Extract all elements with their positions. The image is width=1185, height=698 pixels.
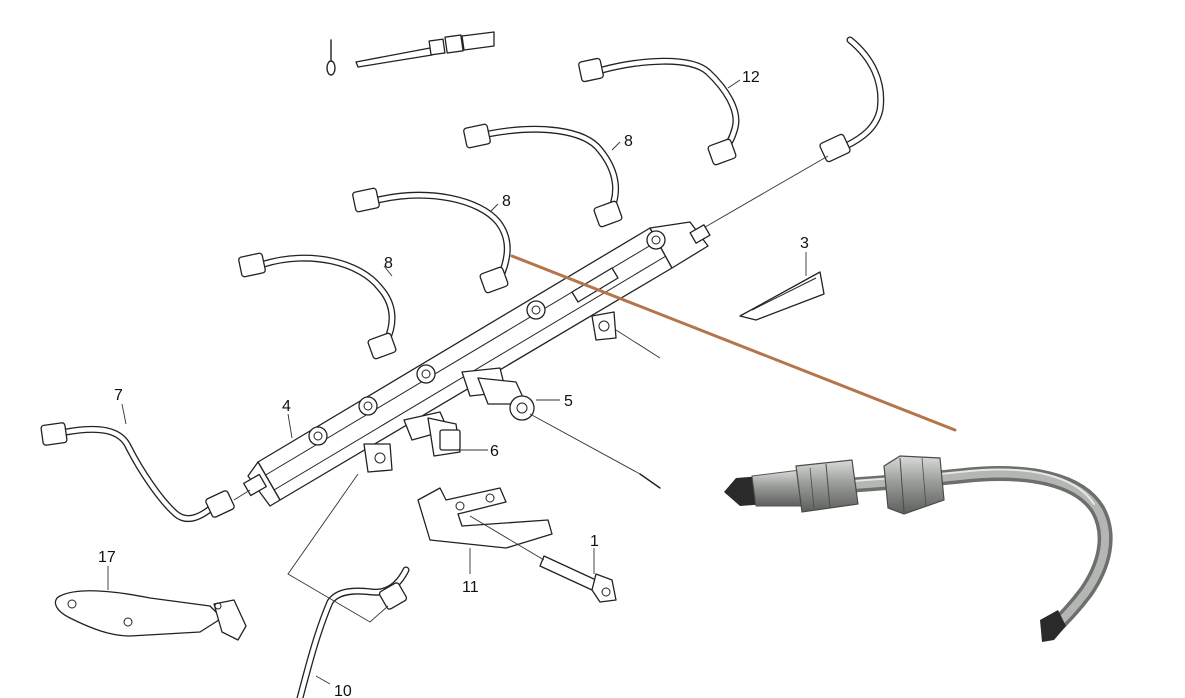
pressure-sensor-6	[403, 411, 461, 457]
callout-8-left: 8	[384, 255, 393, 272]
callout-1: 1	[590, 533, 599, 550]
callout-7: 7	[114, 387, 123, 404]
callout-10: 10	[334, 683, 352, 698]
bracket-17	[54, 590, 247, 641]
fuel-pipe-photo	[724, 455, 1113, 642]
bolt-1	[469, 515, 617, 603]
callout-5: 5	[564, 393, 573, 410]
callout-leaders	[107, 79, 807, 685]
callout-3: 3	[800, 235, 809, 252]
gasket-3	[739, 271, 825, 321]
bracket-11	[417, 487, 553, 549]
fuel-pipe-8-top	[463, 123, 623, 228]
callout-17: 17	[98, 549, 116, 566]
highlight-leader-line	[510, 254, 957, 432]
common-rail	[243, 221, 711, 507]
fuel-pipe-7	[40, 422, 251, 522]
callout-12: 12	[742, 69, 760, 86]
callout-8-top: 8	[624, 133, 633, 150]
callout-11: 11	[462, 579, 479, 596]
fuel-pipe-8-left	[238, 252, 397, 360]
pressure-valve-5	[461, 367, 661, 489]
callout-8-middle: 8	[502, 193, 511, 210]
fuel-pipe-8-middle	[352, 187, 511, 294]
injector-part	[326, 31, 495, 76]
callout-4: 4	[282, 398, 291, 415]
callout-6: 6	[490, 443, 499, 460]
callout-labels: 1 3 4 5 6 7 8 8 8 10 11 12 17	[98, 69, 809, 698]
fuel-pipe-10	[287, 473, 410, 698]
fuel-pipe-top-right	[699, 36, 885, 231]
fuel-pipe-12	[578, 57, 740, 166]
